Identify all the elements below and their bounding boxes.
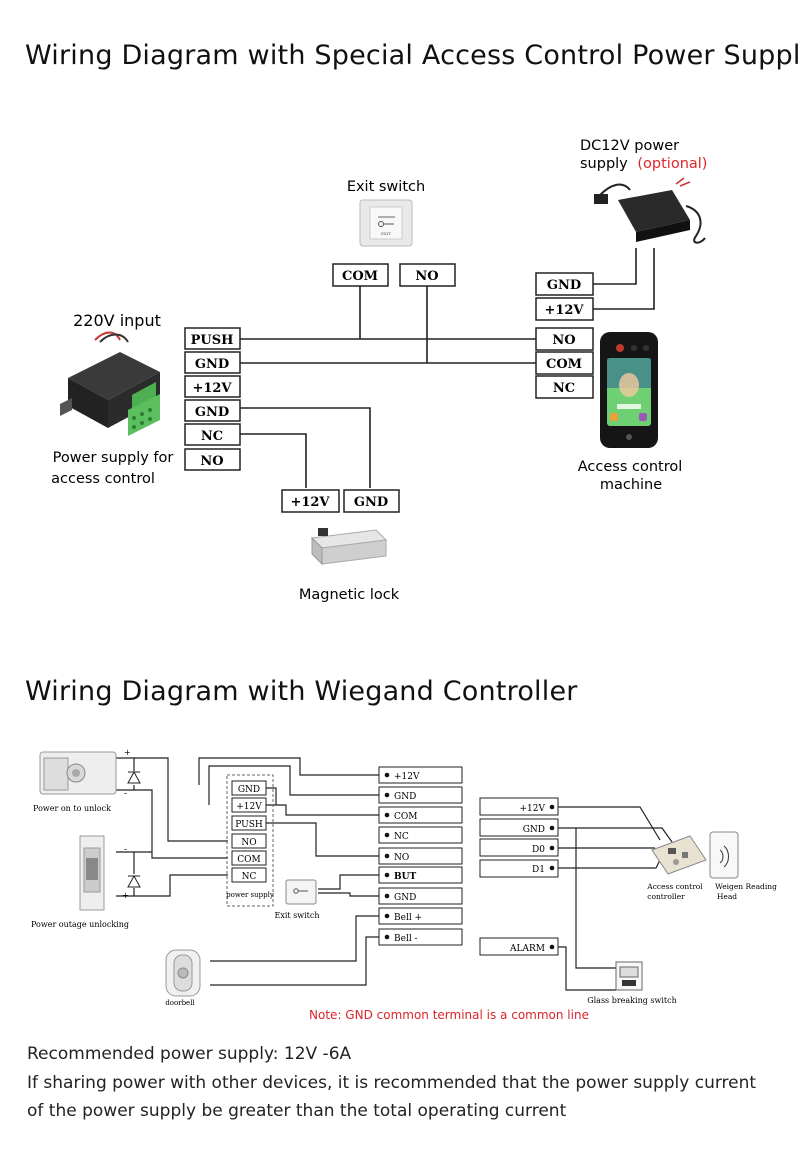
electric-strike-icon <box>79 835 105 911</box>
dc-supply-label-line1: DC12V power <box>580 138 679 154</box>
psu-terminal-block: PUSH GND +12V GND NC NO <box>184 327 241 471</box>
ct-bell-minus: Bell - <box>394 934 418 944</box>
psu-terminal-no: NO <box>200 454 223 469</box>
gnd-common-note: Note: GND common terminal is a common li… <box>309 1008 589 1022</box>
diagram1-title: Wiring Diagram with Special Access Contr… <box>25 40 800 71</box>
diode-1 <box>127 770 141 784</box>
diode-2 <box>127 874 141 888</box>
power-on-label: Power on to unlock <box>33 804 111 813</box>
machine-terminal-nc: NC <box>553 381 575 396</box>
rt-alarm: ALARM <box>509 944 545 954</box>
rt-gnd: GND <box>523 825 545 835</box>
glass-breaking-switch-icon <box>615 961 643 991</box>
magnetic-lock-label: Magnetic lock <box>299 587 400 603</box>
wiegand-psu-terminals: GND +12V PUSH NO COM NC <box>231 780 267 883</box>
wiegand-reader-icon <box>709 831 739 879</box>
lock-terminal-gnd: GND <box>354 495 388 510</box>
plus-sign-1: + <box>124 748 131 757</box>
machine-terminal-com: COM <box>546 357 582 372</box>
psu-caption-line1: Power supply for <box>53 450 174 466</box>
machine-caption-line2: machine <box>600 477 662 493</box>
small-exit-switch-icon <box>285 879 317 905</box>
power-outage-label: Power outage unlocking <box>31 920 129 929</box>
psu-dashed-box <box>226 774 274 907</box>
doorbell-label: doorbell <box>165 999 195 1007</box>
diagram2-wires <box>116 757 673 991</box>
ct-but: BUT <box>394 872 416 882</box>
exit-plate-text: EXIT <box>381 231 391 236</box>
controller-label-line2: controller <box>647 892 685 901</box>
power-on-lock-icon <box>39 751 117 795</box>
ct-nc: NC <box>394 832 409 842</box>
machine-caption-line1: Access control <box>578 459 683 475</box>
psu-terminal-gnd2: GND <box>195 405 229 420</box>
access-control-machine-icon <box>600 332 658 448</box>
psu-terminal-gnd: GND <box>195 357 229 372</box>
exit-terminal-com: COM <box>342 269 378 284</box>
small-exit-switch-label: Exit switch <box>274 911 319 920</box>
minus-sign-1: - <box>124 789 127 799</box>
power-supply-icon <box>60 331 160 436</box>
exit-terminal-no: NO <box>415 269 438 284</box>
dc-power-adapter-icon <box>594 177 706 244</box>
glass-switch-label: Glass breaking switch <box>587 996 677 1005</box>
exit-switch-label: Exit switch <box>347 179 425 195</box>
psu-terminal-push: PUSH <box>191 333 234 348</box>
w-psu-no: NO <box>241 838 256 848</box>
doorbell-icon <box>165 949 201 997</box>
ct-bell-plus: Bell + <box>394 913 422 923</box>
wiring-diagram-power-supply: PUSH GND +12V GND NC NO 220V input Power… <box>51 138 707 603</box>
reader-label-line2: Head <box>717 892 737 901</box>
w-psu-gnd: GND <box>238 785 260 795</box>
psu-terminal-nc: NC <box>201 429 223 444</box>
w-psu-caption: power supply <box>226 891 274 899</box>
dc-terminal-gnd: GND <box>547 278 581 293</box>
wiring-diagram-wiegand: + - Power on to unlock - + Power outage … <box>31 748 777 1022</box>
psu-caption-line2: access control <box>51 471 155 487</box>
reader-label-line1: Weigen Reading <box>715 882 777 891</box>
controller-label-line1: Access control <box>646 882 703 891</box>
ct-no: NO <box>394 853 409 863</box>
psu-terminal-12v: +12V <box>192 381 232 396</box>
w-psu-12v: +12V <box>236 802 262 812</box>
ct-gnd2: GND <box>394 893 416 903</box>
minus-sign-2: - <box>124 845 127 855</box>
ct-com: COM <box>394 812 417 822</box>
exit-switch-icon: EXIT <box>359 199 413 247</box>
magnetic-lock-icon <box>310 528 388 566</box>
ct-12v: +12V <box>394 772 420 782</box>
plus-sign-2: + <box>122 891 129 900</box>
rt-12v: +12V <box>520 804 546 814</box>
recommend-line1: Recommended power supply: 12V -6A <box>27 1044 352 1064</box>
w-psu-nc: NC <box>242 872 257 882</box>
w-psu-push: PUSH <box>235 820 263 830</box>
recommendation-text: Recommended power supply: 12V -6A If sha… <box>27 1040 797 1126</box>
recommend-line3: of the power supply be greater than the … <box>27 1101 567 1121</box>
machine-terminal-no: NO <box>552 333 575 348</box>
ct-gnd: GND <box>394 792 416 802</box>
rt-d0: D0 <box>532 845 545 855</box>
input-220v-label: 220V input <box>73 311 161 330</box>
controller-board-icon <box>651 835 707 875</box>
dc-supply-label-line2: supply (optional) <box>580 156 707 172</box>
diagram2-title: Wiring Diagram with Wiegand Controller <box>25 676 578 707</box>
lock-terminal-12v: +12V <box>290 495 330 510</box>
dc-terminal-12v: +12V <box>544 303 584 318</box>
right-terminal-block: +12V GND D0 D1 ALARM <box>479 797 559 956</box>
rt-d1: D1 <box>532 865 545 875</box>
recommend-line2: If sharing power with other devices, it … <box>27 1072 757 1093</box>
diagram1-wires <box>240 248 655 488</box>
center-terminal-block: +12V GND COM NC NO BUT GND Bell + Bell - <box>378 766 463 946</box>
w-psu-com: COM <box>237 855 260 865</box>
